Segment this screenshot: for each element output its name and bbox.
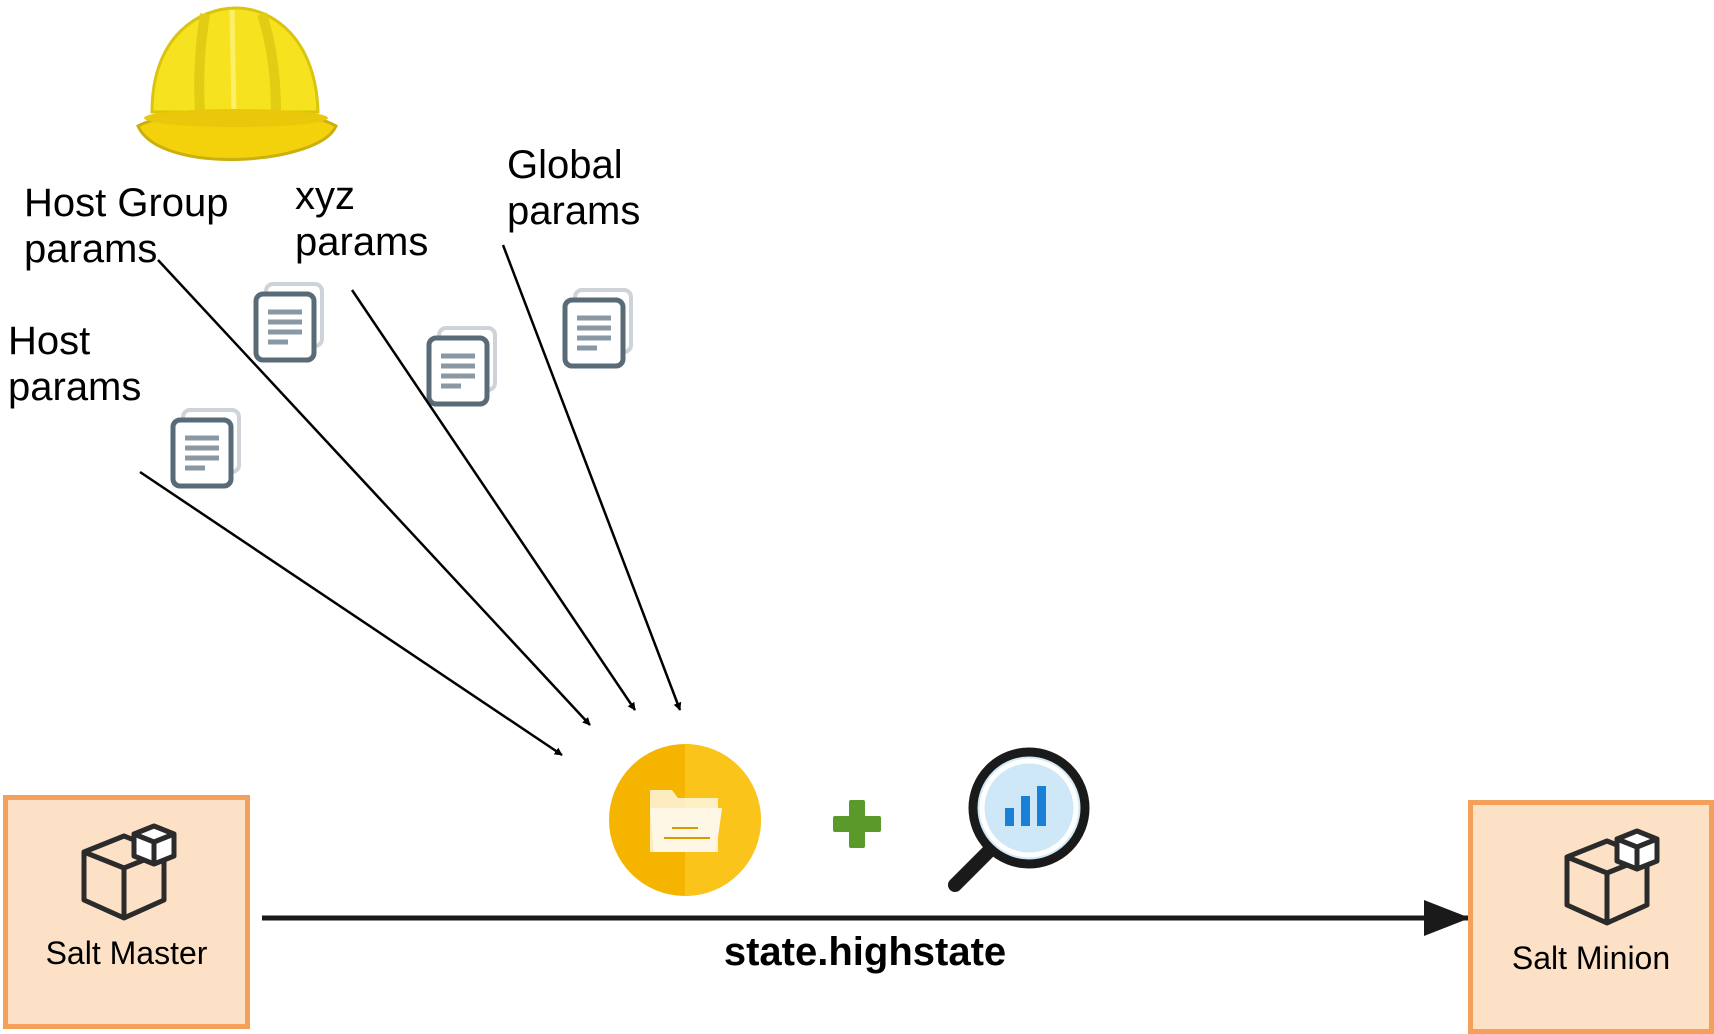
salt-minion-label: Salt Minion	[1511, 940, 1671, 976]
global-arrow	[501, 244, 682, 711]
package-icon	[1559, 827, 1667, 935]
host-group-document-icon	[256, 284, 322, 360]
host-group-arrow	[157, 259, 591, 726]
host-document-icon	[173, 410, 239, 486]
host-group-params-label: Host Group params	[24, 181, 229, 271]
folder-icon	[609, 744, 761, 896]
highstate-edge-label: state.highstate	[723, 930, 1007, 974]
xyz-params-label: xyz params	[295, 174, 429, 264]
salt-master-node[interactable]: Salt Master	[3, 795, 250, 1029]
hard-hat-icon	[136, 6, 338, 162]
salt-minion-node[interactable]: Salt Minion	[1468, 800, 1714, 1034]
xyz-arrow	[350, 289, 637, 711]
global-document-icon	[565, 290, 631, 366]
plus-icon	[833, 800, 881, 848]
package-icon	[76, 822, 184, 930]
xyz-document-icon	[429, 328, 495, 404]
magnifier-chart-icon	[948, 747, 1090, 892]
global-params-label: Global params	[507, 143, 641, 233]
host-arrow	[139, 470, 563, 757]
host-params-label: Host params	[8, 319, 142, 409]
highstate-edge-arrowhead	[1424, 900, 1470, 936]
salt-master-label: Salt Master	[45, 935, 208, 971]
